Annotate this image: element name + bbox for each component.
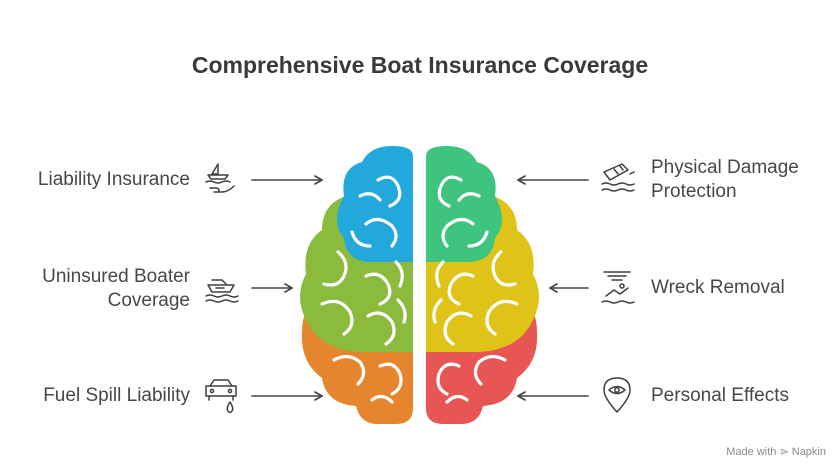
label-physical-damage-protection: Physical Damage Protection bbox=[651, 157, 799, 202]
brain-left-top-lobe bbox=[337, 146, 413, 262]
brain-right-top-lobe bbox=[426, 146, 502, 262]
napkin-logo-icon: ⋗ bbox=[779, 446, 789, 458]
damaged-boat-icon bbox=[601, 163, 635, 192]
napkin-credit: Made with ⋗ Napkin bbox=[726, 446, 826, 458]
brain-right-hemisphere bbox=[426, 146, 539, 424]
label-wreck-removal: Wreck Removal bbox=[651, 277, 785, 298]
brain-left-hemisphere bbox=[300, 146, 413, 424]
boat-waves-icon bbox=[205, 279, 239, 303]
label-fuel-spill-liability: Fuel Spill Liability bbox=[43, 385, 190, 406]
car-fuel-drop-icon bbox=[205, 379, 237, 414]
label-liability-insurance: Liability Insurance bbox=[37, 169, 190, 190]
page-title: Comprehensive Boat Insurance Coverage bbox=[191, 52, 649, 78]
boat-hand-icon bbox=[205, 163, 235, 193]
label-personal-effects: Personal Effects bbox=[651, 385, 790, 406]
label-uninsured-boater-coverage: Uninsured Boater Coverage bbox=[42, 266, 190, 311]
location-pin-eye-icon bbox=[603, 377, 631, 413]
wreck-swimmer-icon bbox=[601, 271, 635, 304]
